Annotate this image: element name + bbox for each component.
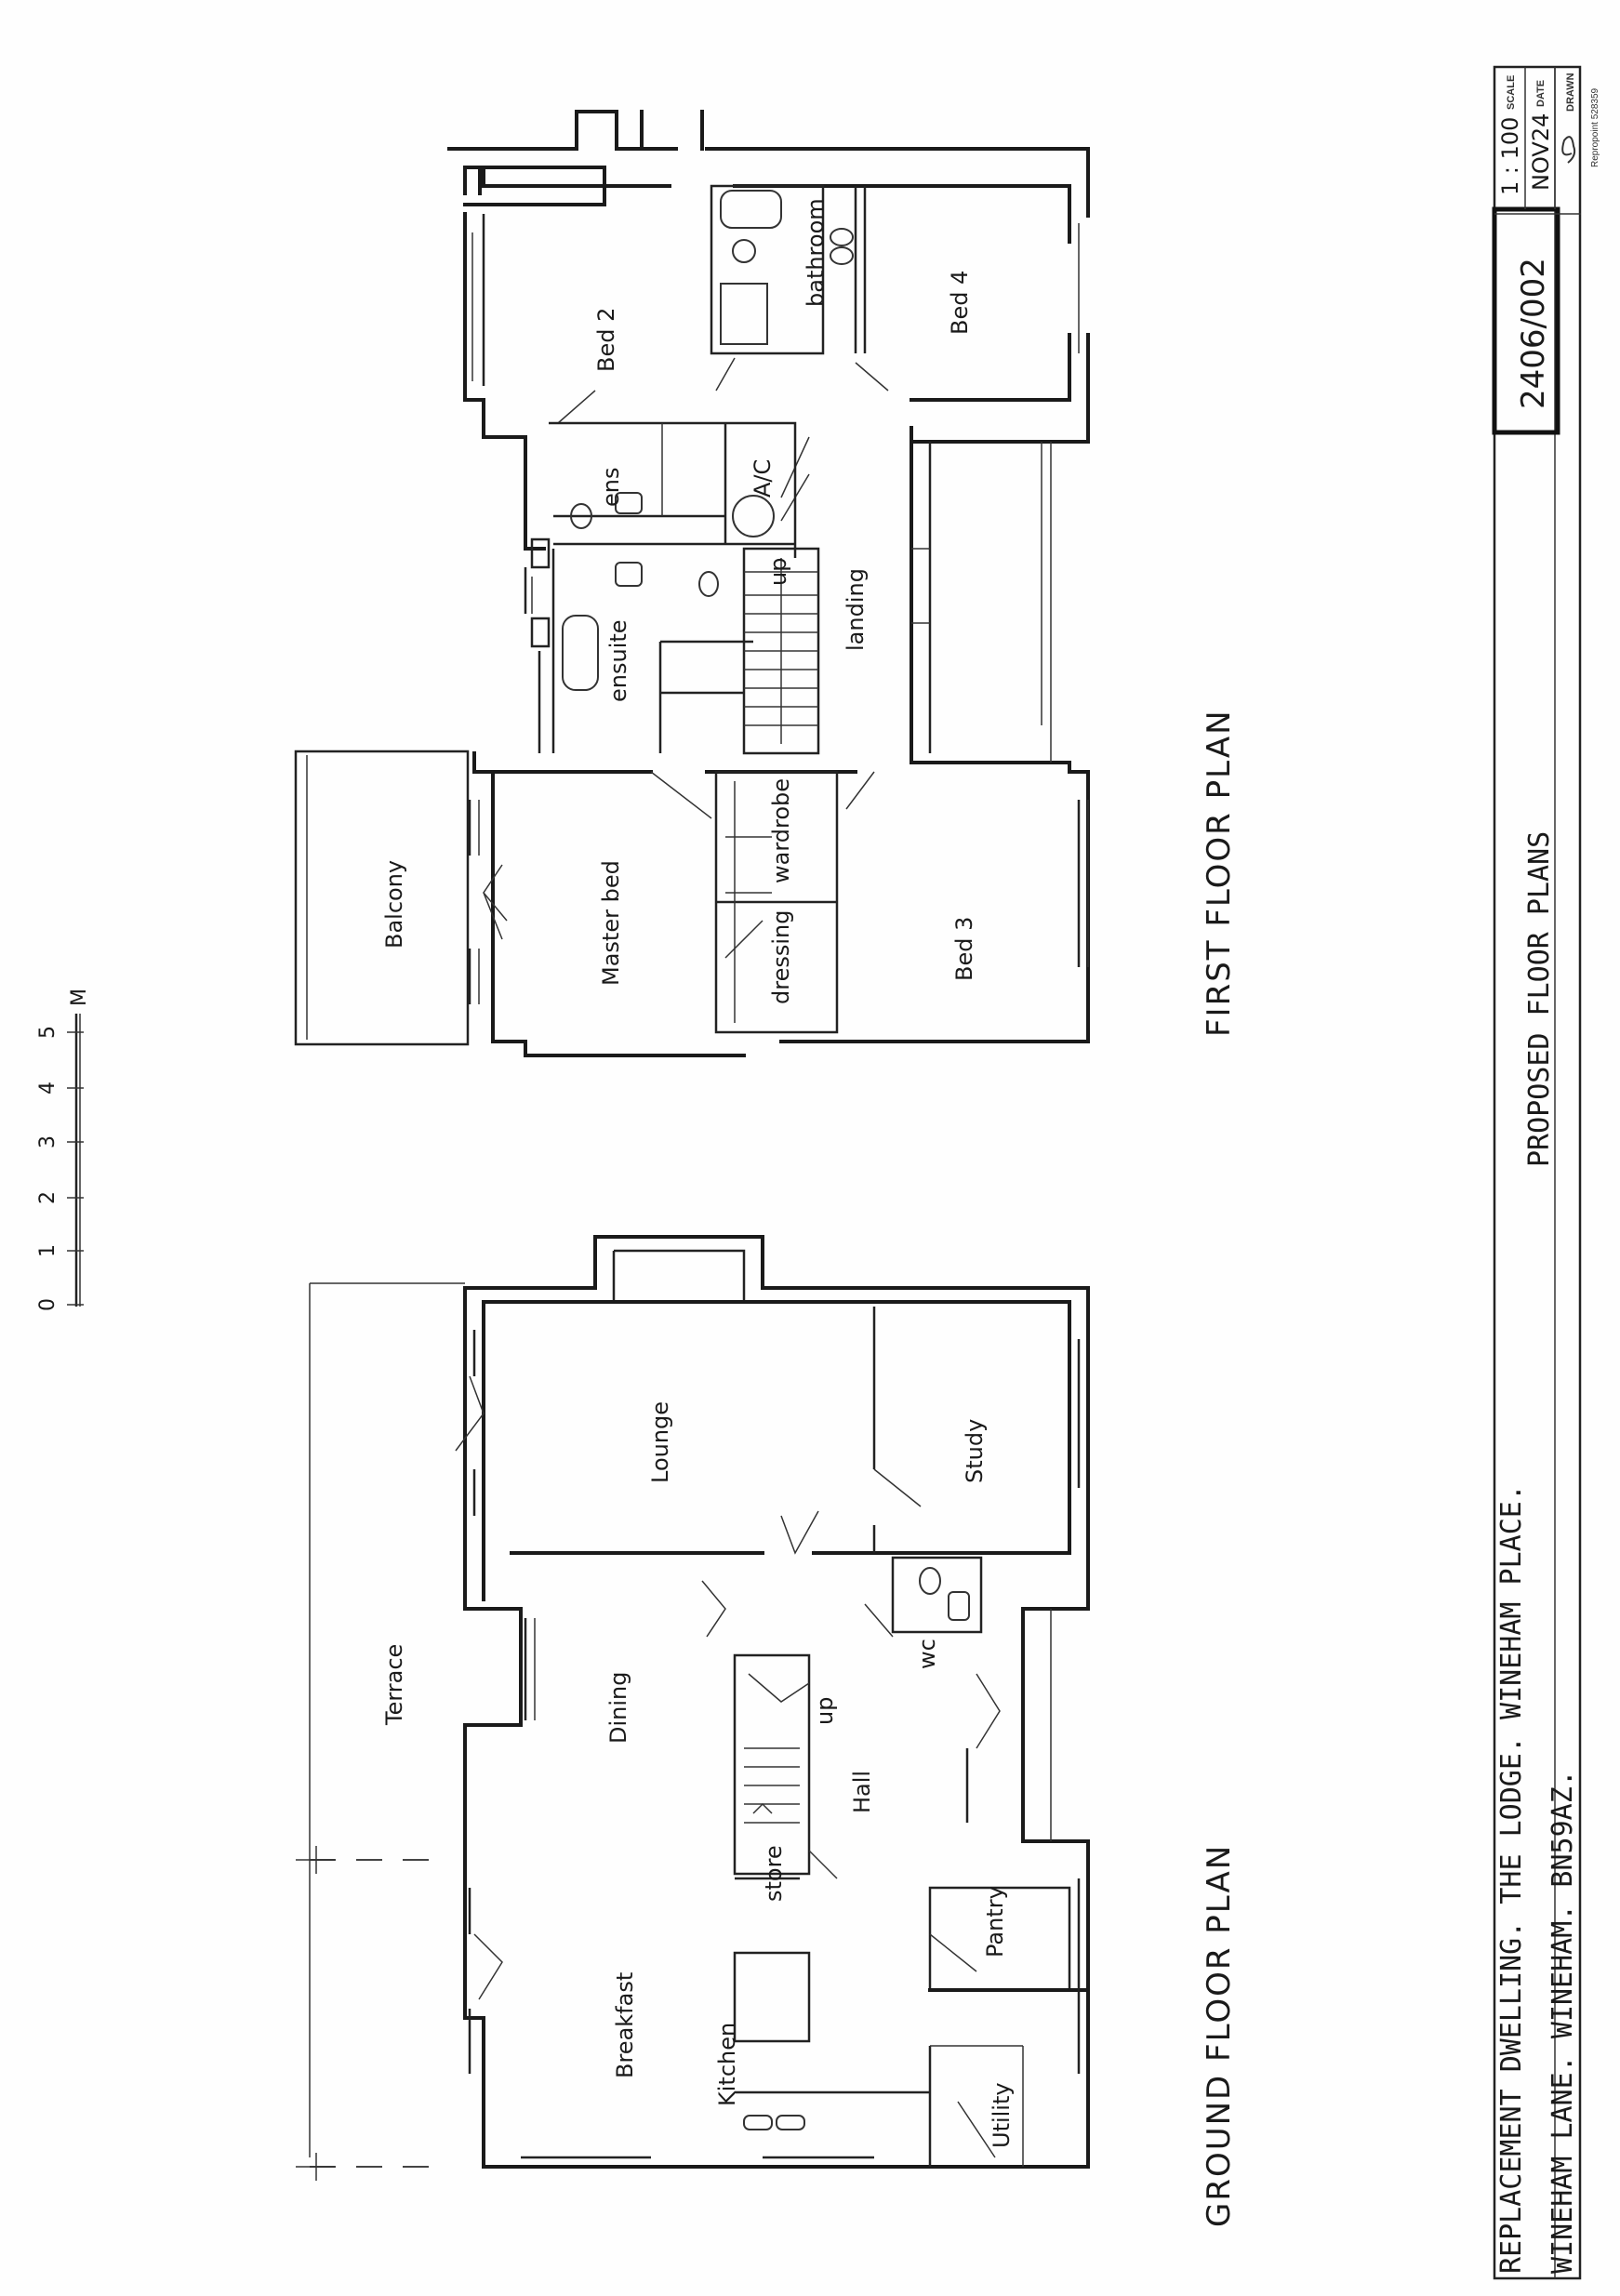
- room-label-store: store: [761, 1845, 787, 1902]
- ground-floor-plan: [296, 1235, 1090, 2181]
- scale-tick-4: 4: [36, 1082, 60, 1095]
- room-label-bathroom: bathroom: [803, 198, 829, 307]
- room-label-dining: Dining: [605, 1672, 631, 1744]
- room-label-ens: ens: [598, 468, 624, 507]
- first-floor-labels: Bed 2 bathroom Bed 4 ens A/C up landing …: [381, 198, 1238, 1037]
- date-label: DATE: [1535, 80, 1547, 107]
- first-floor-plan: [294, 110, 1090, 1057]
- scale-unit: M: [68, 989, 91, 1006]
- room-label-wc: wc: [914, 1639, 940, 1669]
- ground-floor-plan-title: GROUND FLOOR PLAN: [1201, 1844, 1238, 2227]
- scale-tick-0: 0: [36, 1298, 60, 1311]
- room-label-dressing: dressing: [768, 910, 794, 1004]
- room-label-study: Study: [962, 1419, 988, 1483]
- scale-tick-1: 1: [36, 1244, 60, 1257]
- project-title-line-2: WINEHAM LANE. WINEHAM. BN59AZ.: [1547, 1770, 1579, 2274]
- date-value: NOV24: [1528, 113, 1554, 191]
- stair-up-label: up: [812, 1697, 838, 1725]
- drawn-signature: [1561, 136, 1576, 164]
- print-mark: Repropoint 528359: [1590, 87, 1600, 167]
- scale-tick-2: 2: [36, 1191, 60, 1204]
- title-block: SCALE 1 : 100 DATE NOV24 DRAWN Repropoin…: [1492, 65, 1600, 2280]
- room-label-bed2: Bed 2: [593, 308, 619, 372]
- scale-bar: 0 1 2 3 4 5 M: [36, 989, 91, 1311]
- scale-tick-5: 5: [36, 1026, 60, 1039]
- scale-label: SCALE: [1506, 75, 1517, 110]
- room-label-ac: A/C: [750, 459, 776, 498]
- room-label-wardrobe: wardrobe: [768, 778, 794, 883]
- scale-value: 1 : 100: [1497, 117, 1523, 195]
- drawn-label: DRAWN: [1565, 73, 1576, 112]
- room-label-master-bed: Master bed: [598, 860, 624, 986]
- project-title-line-1: REPLACEMENT DWELLING. THE LODGE. WINEHAM…: [1495, 1484, 1528, 2274]
- room-label-bed3: Bed 3: [951, 917, 977, 981]
- room-label-pantry: Pantry: [982, 1886, 1008, 1958]
- room-label-ensuite: ensuite: [605, 619, 631, 702]
- room-label-breakfast: Breakfast: [612, 1972, 638, 2078]
- room-label-balcony: Balcony: [381, 860, 407, 949]
- room-label-landing: landing: [843, 568, 869, 651]
- ground-floor-labels: Lounge Study wc Terrace Dining up Hall s…: [381, 1401, 1238, 2227]
- drawing-number: 2406/002: [1515, 258, 1552, 409]
- room-label-bed4: Bed 4: [947, 271, 973, 335]
- room-label-terrace: Terrace: [381, 1644, 407, 1726]
- sheet-title: PROPOSED FLOOR PLANS: [1523, 831, 1556, 1167]
- first-floor-plan-title: FIRST FLOOR PLAN: [1201, 709, 1238, 1037]
- room-label-lounge: Lounge: [647, 1401, 673, 1483]
- scale-tick-3: 3: [36, 1135, 60, 1148]
- room-label-hall: Hall: [849, 1771, 875, 1813]
- stair-up-label: up: [765, 558, 791, 586]
- room-label-utility: Utility: [989, 2082, 1015, 2148]
- room-label-kitchen: Kitchen: [714, 2023, 740, 2106]
